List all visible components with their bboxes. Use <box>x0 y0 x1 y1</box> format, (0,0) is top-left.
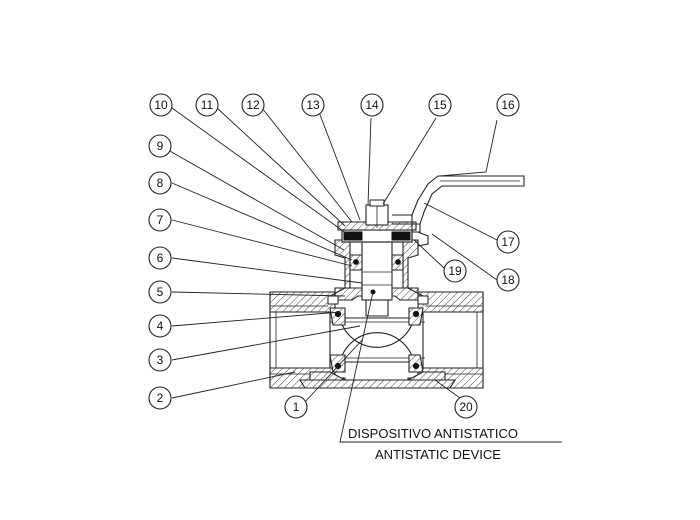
svg-text:20: 20 <box>459 400 473 414</box>
note-english: ANTISTATIC DEVICE <box>375 447 501 462</box>
svg-text:11: 11 <box>201 98 214 112</box>
callout-4: 4 <box>148 314 172 338</box>
callout-18: 18 <box>496 268 520 292</box>
svg-text:15: 15 <box>433 98 447 112</box>
svg-text:3: 3 <box>157 353 164 367</box>
callout-16: 16 <box>496 93 520 117</box>
callout-20: 20 <box>454 395 478 419</box>
callout-19: 19 <box>443 259 467 283</box>
svg-text:2: 2 <box>157 391 164 405</box>
callout-8: 8 <box>148 171 172 195</box>
svg-text:4: 4 <box>157 319 164 333</box>
callout-7: 7 <box>148 208 172 232</box>
callout-5: 5 <box>148 280 172 304</box>
stem-assembly <box>329 199 424 317</box>
svg-text:8: 8 <box>157 176 164 190</box>
callout-2: 2 <box>148 386 172 410</box>
svg-text:17: 17 <box>501 235 515 249</box>
svg-text:9: 9 <box>157 139 164 153</box>
svg-text:19: 19 <box>448 264 462 278</box>
svg-text:1: 1 <box>293 400 300 414</box>
svg-text:10: 10 <box>154 98 168 112</box>
svg-text:12: 12 <box>246 98 260 112</box>
svg-text:14: 14 <box>365 98 379 112</box>
lever-handle <box>392 175 525 247</box>
svg-text:7: 7 <box>157 213 164 227</box>
callout-11: 11 <box>195 93 219 117</box>
svg-text:5: 5 <box>157 285 164 299</box>
svg-text:13: 13 <box>306 98 320 112</box>
callout-9: 9 <box>148 134 172 158</box>
callout-3: 3 <box>148 348 172 372</box>
callout-1: 1 <box>284 395 308 419</box>
callout-14: 14 <box>360 93 384 117</box>
leader-lines <box>160 107 562 443</box>
callout-6: 6 <box>148 246 172 270</box>
svg-text:6: 6 <box>157 251 164 265</box>
callout-13: 13 <box>301 93 325 117</box>
valve-body <box>269 287 484 389</box>
svg-text:16: 16 <box>501 98 515 112</box>
callout-12: 12 <box>241 93 265 117</box>
callout-17: 17 <box>496 230 520 254</box>
svg-text:18: 18 <box>501 273 515 287</box>
note-italian: DISPOSITIVO ANTISTATICO <box>348 426 518 441</box>
callout-15: 15 <box>428 93 452 117</box>
callout-10: 10 <box>149 93 173 117</box>
